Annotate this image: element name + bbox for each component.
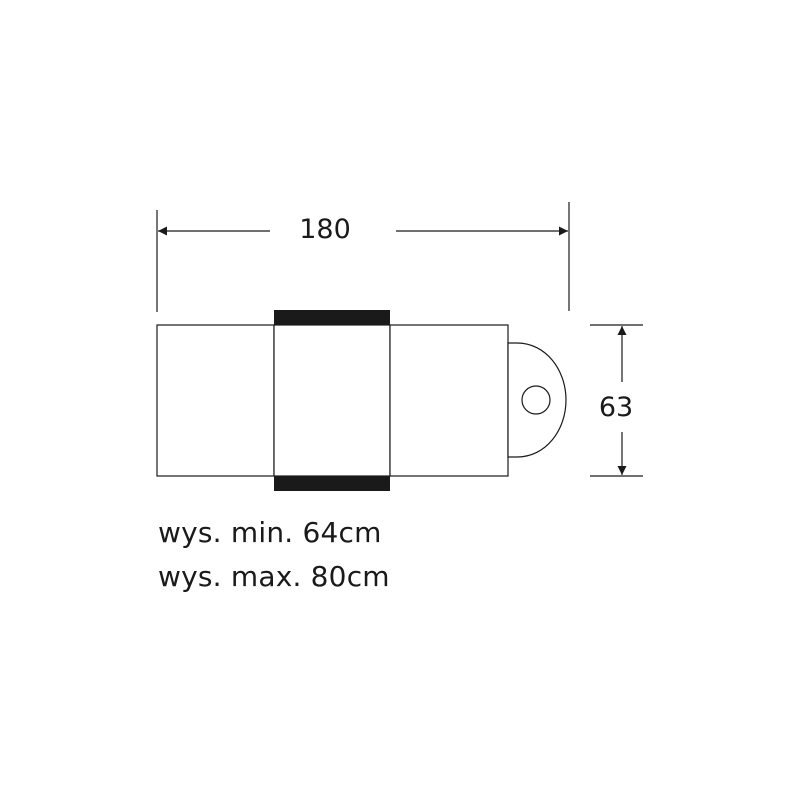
min-height-spec: wys. min. 64cm (158, 516, 382, 549)
bed-leg-section (389, 324, 509, 477)
length-label: 180 (299, 214, 351, 245)
bed-back-section (156, 324, 275, 477)
face-hole (521, 385, 551, 415)
width-dimension: 63 (590, 324, 643, 477)
length-dimension: 180 (156, 202, 570, 312)
bed-outline (156, 310, 567, 491)
width-label: 63 (599, 392, 633, 423)
armrest-bottom (274, 476, 390, 491)
bed-seat-section (273, 324, 391, 477)
max-height-spec: wys. max. 80cm (158, 560, 390, 593)
armrest-top (274, 310, 390, 325)
